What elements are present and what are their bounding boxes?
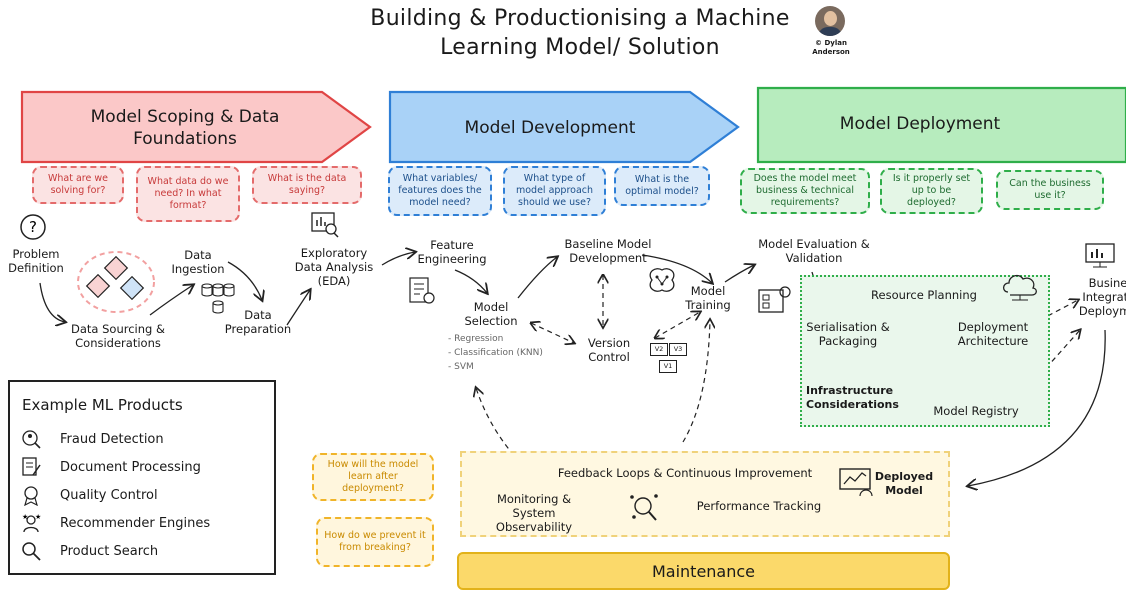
node-eda: Exploratory Data Analysis (EDA) [294,246,374,288]
maintenance-bar: Maintenance [457,552,950,590]
example-products-legend: Example ML Products Fraud Detection Docu… [8,380,276,575]
database-icon [200,282,236,316]
node-model-registry: Model Registry [933,404,1019,418]
cloud-network-icon [1000,268,1040,302]
search-icon [20,540,42,562]
question-deployment-3: Can the business use it? [996,170,1104,210]
svg-text:★: ★ [35,513,41,521]
phase-arrow-development [388,90,740,164]
legend-title: Example ML Products [22,396,183,414]
question-mark-icon: ? [18,212,48,242]
dashboard-monitor-icon [1084,240,1118,270]
document-icon [20,456,42,478]
node-problem-definition: Problem Definition [8,247,64,275]
node-resource-planning: Resource Planning [871,288,977,302]
data-sources-icon [76,250,156,314]
legend-label-document: Document Processing [60,459,201,475]
quality-badge-icon [20,484,42,506]
legend-label-fraud: Fraud Detection [60,431,164,447]
node-business-integration: Business Integration Deployment [1078,276,1126,318]
maintenance-panel [460,451,950,537]
legend-item-document: Document Processing [20,456,201,478]
legend-item-quality: Quality Control [20,484,158,506]
deployed-model-dashboard-icon [838,466,874,498]
node-serialisation: Serialisation & Packaging [806,320,890,348]
node-monitoring: Monitoring & System Observability [495,492,573,534]
node-model-selection: Model Selection [464,300,518,328]
question-development-1: What variables/ features does the model … [388,166,492,216]
question-maintenance-2: How do we prevent it from breaking? [316,517,434,567]
question-scoping-2: What data do we need? In what format? [136,166,240,222]
neural-brain-icon [644,264,680,296]
node-baseline-model: Baseline Model Development [564,237,652,265]
node-feature-engineering: Feature Engineering [417,238,487,266]
node-feedback-loops: Feedback Loops & Continuous Improvement [557,466,813,480]
feature-checklist-icon [408,276,436,306]
question-development-3: What is the optimal model? [614,166,710,206]
author-name: © Dylan Anderson [812,39,850,56]
phase-label-development: Model Development [464,118,636,138]
phase-arrow-scoping [20,90,372,164]
fraud-icon [20,428,42,450]
legend-item-fraud: Fraud Detection [20,428,164,450]
model-option-regression: - Regression [448,334,504,344]
node-data-sourcing: Data Sourcing & Considerations [71,322,165,350]
node-deployment-architecture: Deployment Architecture [957,320,1029,348]
legend-label-search: Product Search [60,543,159,559]
monitoring-magnifier-icon [628,491,664,525]
phase-arrow-deployment [756,86,1126,164]
infrastructure-panel [800,275,1050,427]
node-performance-tracking: Performance Tracking [696,499,822,513]
node-version-control: Version Control [587,336,631,364]
node-deployed-model: Deployed Model [874,470,934,497]
node-model-training: Model Training [685,284,731,312]
question-development-2: What type of model approach should we us… [503,166,606,216]
legend-label-recommender: Recommender Engines [60,515,211,531]
infrastructure-label: Infrastructure Considerations [806,384,899,411]
question-scoping-1: What are we solving for? [32,166,124,204]
version-tag-v2: V2 [650,343,668,356]
model-option-svm: - SVM [448,362,474,372]
node-model-evaluation: Model Evaluation & Validation [758,237,870,265]
node-data-ingestion: Data Ingestion [171,248,225,276]
question-deployment-2: Is it properly set up to be deployed? [880,168,983,214]
evaluation-checklist-icon [756,284,792,316]
model-option-classification: - Classification (KNN) [448,348,543,358]
recommender-icon: ★★ [20,512,42,534]
eda-analytics-icon [310,210,340,238]
svg-text:?: ? [29,218,37,236]
author-avatar [815,6,845,36]
question-deployment-1: Does the model meet business & technical… [740,168,870,214]
node-data-preparation: Data Preparation [224,308,292,336]
phase-label-deployment: Model Deployment [839,114,1001,134]
legend-item-recommender: ★★ Recommender Engines [20,512,210,534]
question-maintenance-1: How will the model learn after deploymen… [312,453,434,501]
legend-label-quality: Quality Control [60,487,158,503]
svg-text:★: ★ [22,513,28,521]
question-scoping-3: What is the data saying? [252,166,362,204]
phase-label-scoping: Model Scoping & Data Foundations [90,107,280,149]
diagram-title: Building & Productionising a Machine Lea… [370,6,790,60]
version-tag-v1: V1 [659,360,677,373]
version-tag-v3: V3 [669,343,687,356]
version-tags-icon: V2 V3 V1 [650,343,687,373]
legend-item-search: Product Search [20,540,158,562]
